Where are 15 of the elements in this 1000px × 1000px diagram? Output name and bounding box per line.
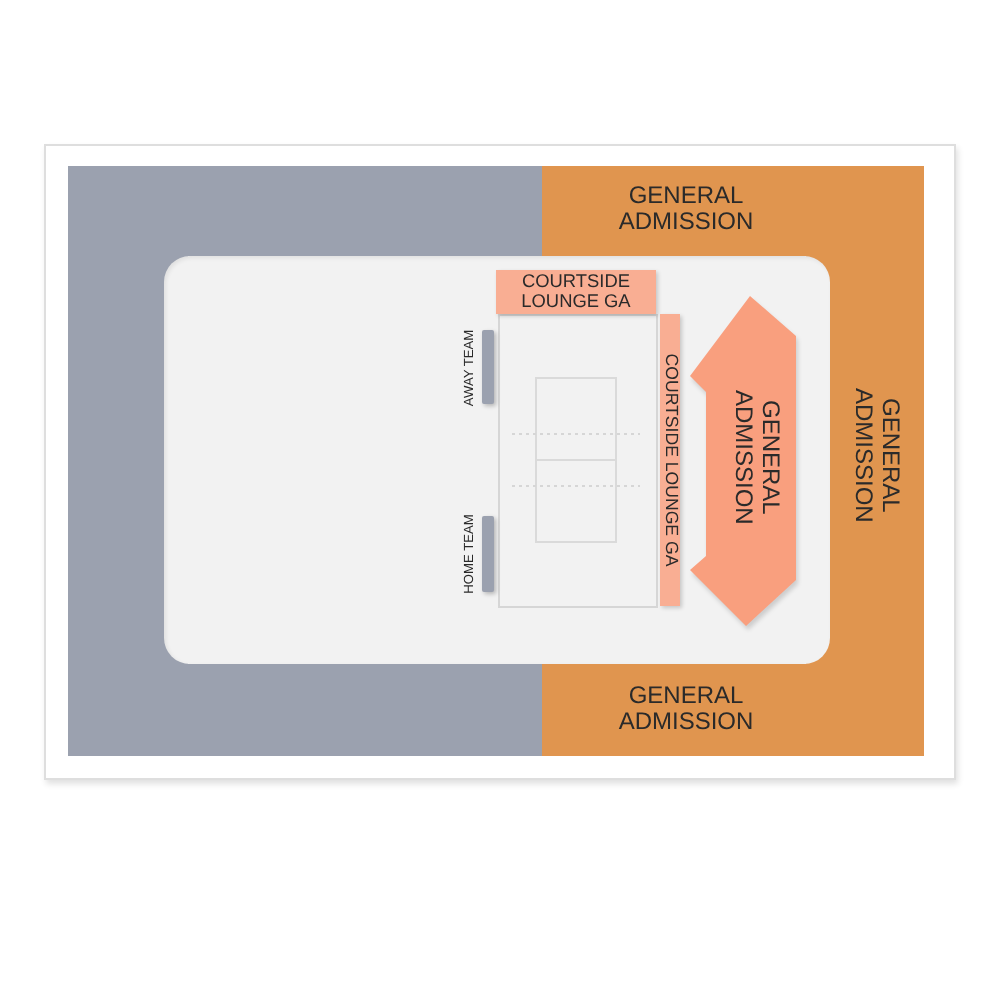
seating-section [542,166,924,256]
section-label: COURTSIDE LOUNGE GA [519,271,633,313]
section-label: GENERAL ADMISSION [616,683,756,737]
section-label: GENERAL ADMISSION [616,183,756,237]
lounge-section [660,314,680,606]
section-label: GENERAL ADMISSION [849,386,903,528]
seating-section [68,664,542,756]
seating-section [542,664,924,756]
seating-section [68,166,542,256]
team-bench [482,516,494,592]
section-label: GENERAL ADMISSION [729,388,783,530]
team-bench [482,330,494,404]
section-label: COURTSIDE LOUNGE GA [660,353,680,567]
lounge-section [496,270,656,314]
seating-section [688,296,798,626]
